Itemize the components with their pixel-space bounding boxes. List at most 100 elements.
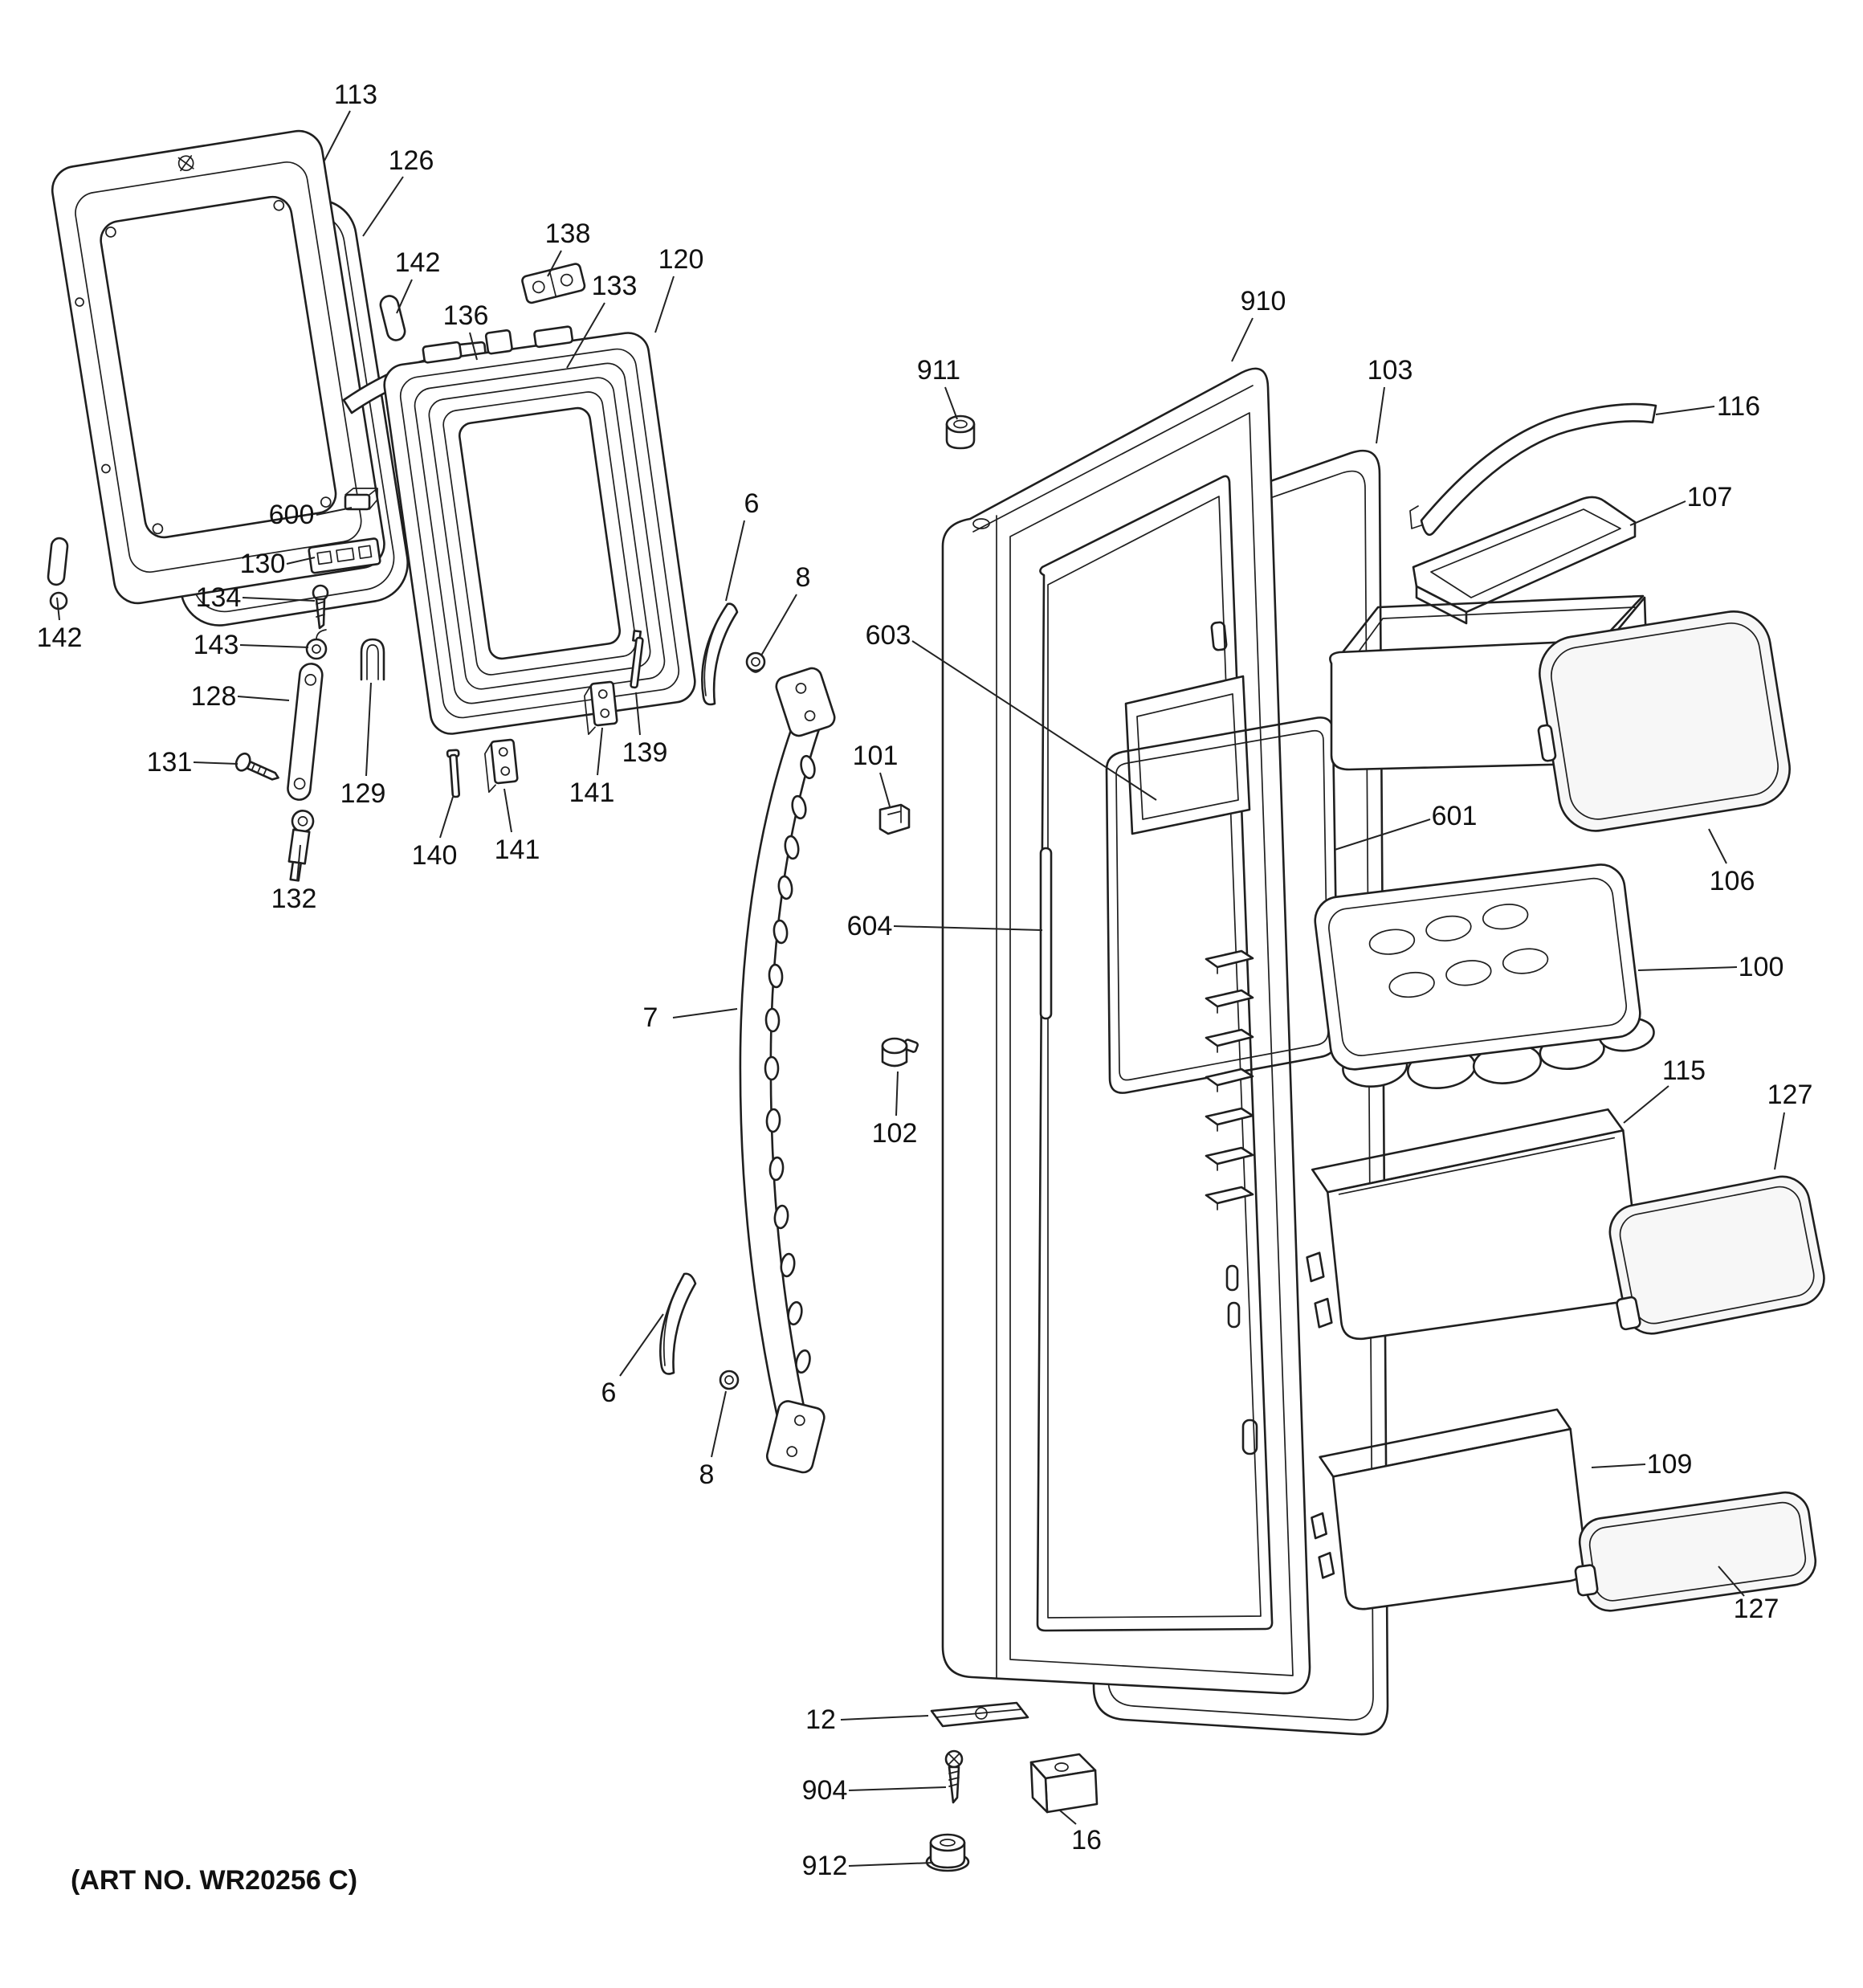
part-label-8: 8	[796, 562, 811, 593]
part-label-132: 132	[271, 884, 317, 914]
part-6-end-cap-top	[701, 602, 739, 706]
leader-line-101	[879, 772, 891, 807]
leader-line-143	[239, 644, 309, 648]
part-141-bracket-lower	[484, 738, 519, 794]
leader-line-142	[396, 279, 413, 314]
part-600-clip	[344, 488, 378, 511]
leader-line-129	[365, 682, 372, 777]
leader-line-126	[362, 176, 404, 237]
part-label-133: 133	[592, 271, 638, 301]
part-109-door-bin	[1311, 1408, 1588, 1610]
part-label-102: 102	[872, 1118, 918, 1149]
part-label-134: 134	[196, 582, 242, 613]
leader-line-141	[503, 788, 512, 833]
leader-line-601	[1334, 818, 1431, 851]
part-139-rod	[630, 630, 644, 689]
part-label-127: 127	[1767, 1080, 1813, 1110]
leader-line-603	[911, 640, 1157, 801]
part-labels-layer: 1131261421381331361201426001301341431281…	[37, 80, 1813, 1881]
part-label-126: 126	[389, 145, 434, 176]
part-102-clip	[881, 1037, 919, 1067]
part-910-fresh-food-door	[941, 367, 1311, 1695]
part-132-shoulder-screw	[287, 810, 315, 882]
art-number: (ART NO. WR20256 C)	[71, 1865, 357, 1896]
leader-line-8	[760, 594, 797, 656]
part-141-bracket-upper	[584, 680, 618, 736]
part-label-7: 7	[643, 1002, 658, 1033]
part-7-door-handle	[739, 667, 836, 1474]
part-label-115: 115	[1662, 1055, 1706, 1086]
part-116-trim-strip	[1409, 402, 1657, 536]
part-label-106: 106	[1710, 866, 1755, 896]
leader-line-8	[711, 1390, 727, 1458]
leader-line-127	[1718, 1565, 1745, 1597]
leader-line-109	[1591, 1463, 1646, 1468]
part-143-grommet	[305, 629, 328, 660]
part-label-141: 141	[495, 835, 540, 865]
leader-line-134	[242, 597, 316, 602]
part-131-screw	[234, 752, 279, 781]
leader-line-107	[1629, 500, 1686, 526]
part-label-101: 101	[853, 741, 899, 771]
leader-line-132	[296, 844, 301, 882]
part-140-pin	[446, 749, 461, 798]
part-101-clip	[879, 803, 911, 835]
leader-line-7	[672, 1008, 738, 1018]
part-100-shelf-module	[1314, 863, 1655, 1089]
leader-line-604	[893, 925, 1043, 931]
part-138-bracket	[521, 263, 586, 304]
leader-line-103	[1376, 386, 1385, 444]
leader-line-141	[597, 727, 603, 776]
part-label-142: 142	[395, 247, 441, 278]
part-904-screw	[944, 1749, 964, 1804]
leader-line-6	[725, 520, 745, 602]
leader-line-116	[1655, 406, 1715, 415]
part-label-604: 604	[847, 911, 893, 941]
leader-line-904	[848, 1786, 947, 1791]
part-label-600: 600	[269, 500, 315, 530]
part-label-6: 6	[744, 488, 760, 519]
part-115-door-bin	[1306, 1108, 1642, 1341]
part-label-910: 910	[1241, 286, 1286, 316]
leader-line-130	[286, 557, 316, 565]
part-label-129: 129	[340, 778, 386, 809]
part-label-139: 139	[622, 737, 668, 768]
part-label-109: 109	[1647, 1449, 1693, 1480]
leader-line-910	[1231, 317, 1254, 362]
leader-line-142	[56, 597, 60, 621]
leader-line-16	[1059, 1810, 1077, 1825]
leader-line-120	[654, 276, 675, 333]
part-127-bin-front-lower	[1574, 1491, 1817, 1612]
part-label-16: 16	[1071, 1825, 1102, 1855]
part-128-strap-link	[287, 663, 324, 801]
part-130-control-board	[308, 537, 381, 574]
part-label-911: 911	[917, 355, 960, 386]
part-label-601: 601	[1432, 801, 1478, 831]
part-6-end-cap-bottom	[659, 1272, 697, 1375]
part-label-113: 113	[334, 80, 377, 110]
part-label-141: 141	[569, 778, 615, 808]
part-label-103: 103	[1368, 355, 1413, 386]
part-label-131: 131	[147, 747, 193, 778]
leader-line-139	[635, 692, 641, 736]
part-106-clear-cover	[1537, 610, 1791, 832]
part-label-142: 142	[37, 623, 83, 653]
part-127-bin-front-upper	[1608, 1175, 1825, 1335]
part-label-136: 136	[443, 300, 489, 331]
part-label-603: 603	[866, 620, 911, 651]
leader-line-128	[237, 696, 290, 701]
leader-line-911	[944, 386, 958, 420]
leader-line-113	[324, 110, 351, 161]
part-label-12: 12	[805, 1704, 836, 1735]
leader-line-102	[895, 1071, 899, 1116]
part-label-116: 116	[1717, 391, 1760, 422]
leader-line-115	[1623, 1085, 1669, 1124]
leader-line-127	[1774, 1112, 1785, 1170]
part-label-120: 120	[658, 244, 704, 275]
part-label-140: 140	[412, 840, 458, 871]
leader-line-133	[566, 302, 605, 369]
part-label-6: 6	[601, 1378, 617, 1408]
part-label-143: 143	[194, 630, 239, 660]
leader-line-106	[1708, 828, 1727, 864]
